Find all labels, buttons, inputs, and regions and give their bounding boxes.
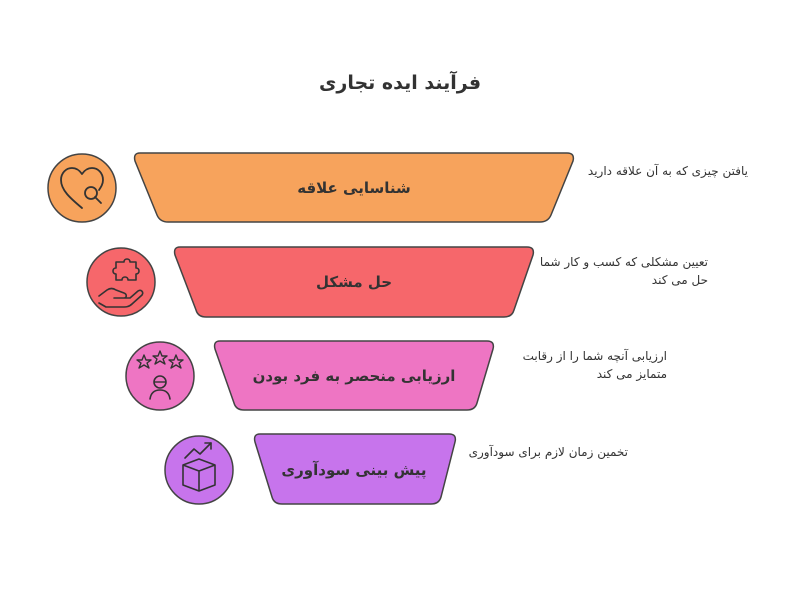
heart-search-icon [47, 153, 117, 223]
stage-1-label: شناسایی علاقه [297, 179, 410, 197]
stage-3-description-line-2: متمایز می کند [596, 367, 667, 381]
stage-2-description-line-1: تعیین مشکلی که کسب و کار شما [539, 255, 708, 269]
diagram-title: فرآیند ایده تجاری [318, 72, 482, 94]
stage-4-description-line-1: تخمین زمان لازم برای سودآوری [468, 445, 628, 459]
funnel-stage-1-band [133, 152, 575, 223]
stage-1-description: یافتن چیزی که به آن علاقه دارید [588, 162, 748, 180]
funnel-stage-1: شناسایی علاقه [133, 152, 575, 223]
funnel-stage-3-band [213, 340, 495, 411]
stage-2-label: حل مشکل [316, 273, 392, 291]
box-growth-icon [164, 435, 234, 505]
person-stars-icon [125, 341, 195, 411]
stage-3-description: ارزیابی آنچه شما را از رقابت متمایز می ک… [523, 347, 667, 383]
stage-4-label: پیش بینی سودآوری [281, 461, 426, 480]
stage-2-description: تعیین مشکلی که کسب و کار شما حل می کند [540, 253, 708, 289]
hand-puzzle-icon [86, 247, 156, 317]
funnel-stage-2-band [173, 246, 535, 318]
funnel-stage-2: حل مشکل [173, 246, 535, 318]
funnel-stage-4-band [253, 433, 457, 505]
stage-3-label: ارزیابی منحصر به فرد بودن [253, 367, 456, 385]
stage-2-description-line-2: حل می کند [651, 273, 708, 287]
funnel-stage-3: ارزیابی منحصر به فرد بودن [213, 340, 495, 411]
funnel-stage-4: پیش بینی سودآوری [253, 433, 457, 505]
stage-4-description: تخمین زمان لازم برای سودآوری [469, 443, 628, 461]
stage-3-description-line-1: ارزیابی آنچه شما را از رقابت [522, 349, 667, 363]
stage-1-description-line-1: یافتن چیزی که به آن علاقه دارید [587, 164, 748, 178]
